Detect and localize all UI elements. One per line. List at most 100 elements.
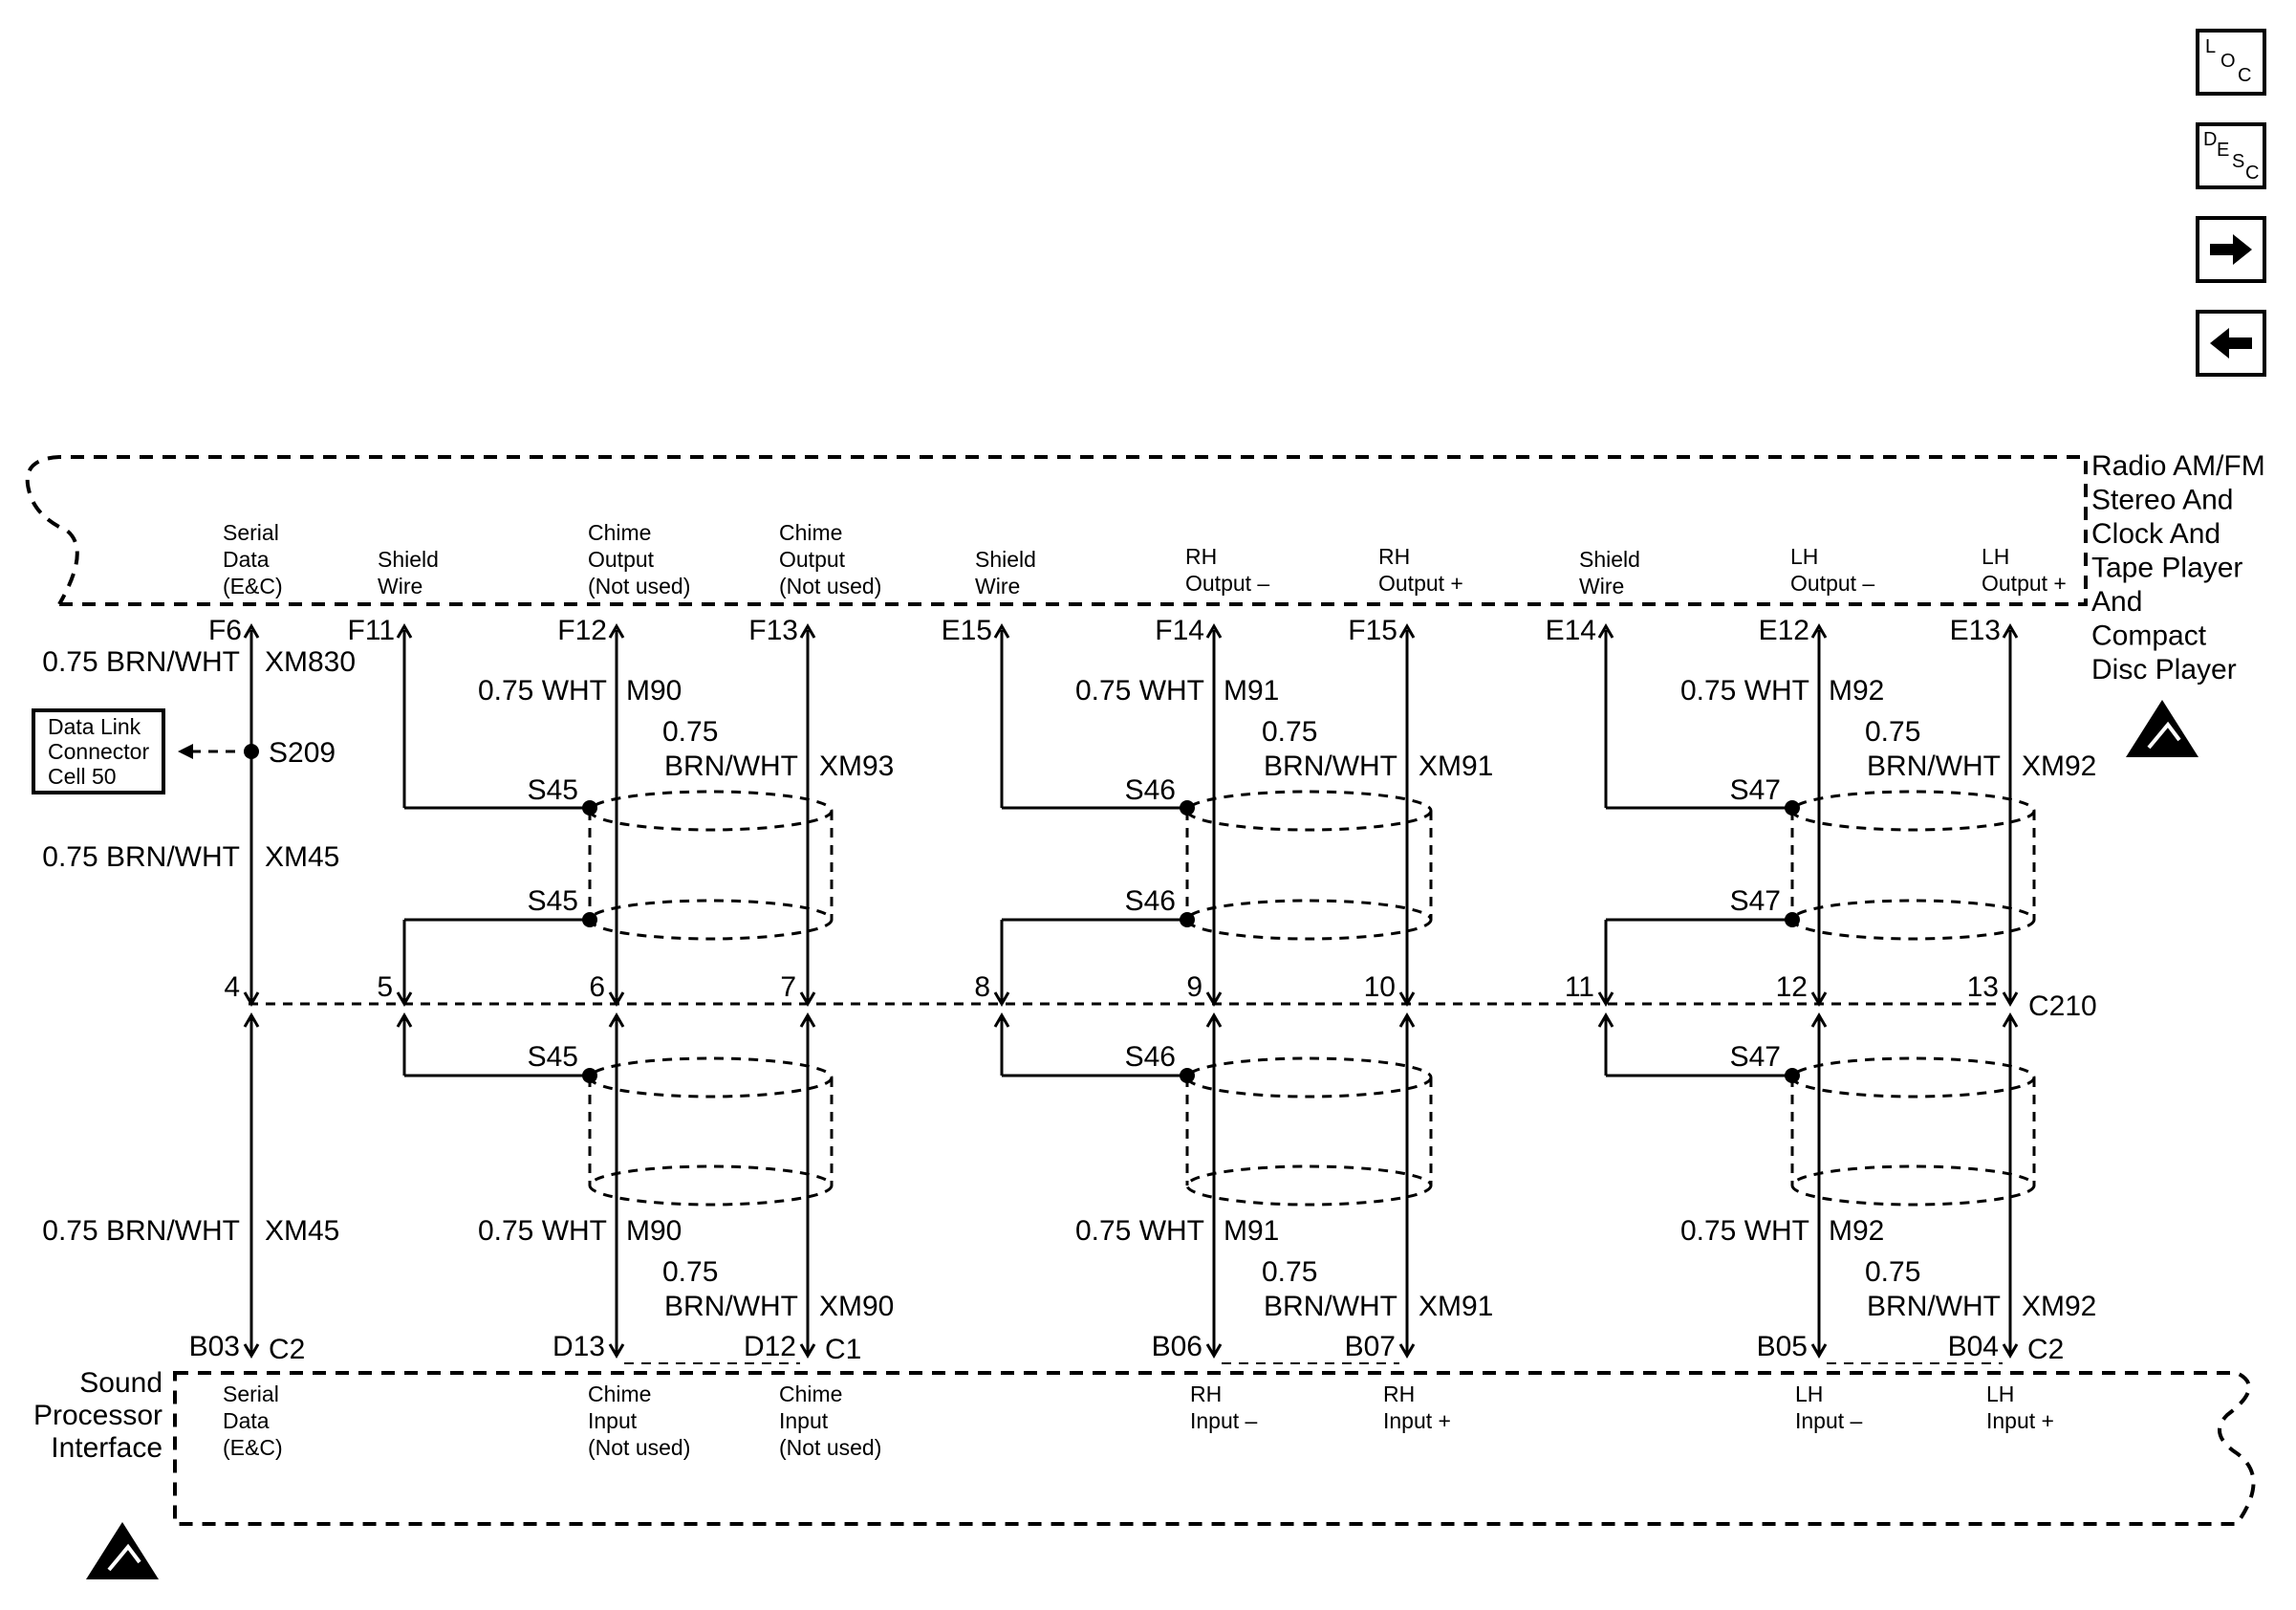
- radio-pin-terminal: [243, 623, 260, 639]
- esd-warning-icon: [2126, 700, 2199, 757]
- data-link-connector-label: Data Link: [48, 714, 141, 739]
- wire-gauge-color-label: 0.75 WHT: [478, 1215, 607, 1247]
- arrow-left-icon: [2210, 328, 2252, 359]
- shield-braid: [588, 899, 834, 941]
- splice-label: S209: [269, 737, 336, 769]
- data-link-connector-box: [32, 708, 165, 794]
- processor-pin-label: D12: [744, 1331, 796, 1362]
- radio-pin-label: F6: [208, 615, 242, 646]
- wire-gauge-label: 0.75: [1865, 1256, 1920, 1288]
- wire-gauge-color-label: 0.75 WHT: [1680, 1215, 1809, 1247]
- c210-terminal: [1398, 1012, 1416, 1028]
- c210-cavity-number: 6: [589, 971, 605, 1003]
- c210-terminal: [993, 1012, 1010, 1028]
- splice-dot: [1180, 912, 1195, 927]
- location-button[interactable]: L O C: [2196, 29, 2266, 96]
- radio-module-outline: [25, 455, 2088, 606]
- c210-terminal: [2002, 1012, 2019, 1028]
- processor-connector-label: C2: [2027, 1334, 2064, 1365]
- c210-cavity-number: 4: [224, 971, 240, 1003]
- radio-pin-function-label: (Not used): [779, 574, 881, 598]
- wire-circuit-label: XM93: [819, 751, 894, 782]
- next-page-button[interactable]: [2196, 216, 2266, 283]
- shield-braid: [1790, 1164, 2036, 1207]
- radio-pin-terminal: [1597, 623, 1614, 639]
- sound-processor-name-line: Sound: [79, 1367, 162, 1399]
- splice-label: S46: [1125, 1041, 1176, 1073]
- wire-color-label: BRN/WHT: [1264, 751, 1397, 782]
- radio-pin-function-label: LH: [1790, 544, 1818, 569]
- processor-pin-terminal: [1205, 1343, 1223, 1359]
- c210-cavity-number: 12: [1776, 971, 1808, 1003]
- sound-processor-name-line: Interface: [51, 1432, 162, 1464]
- radio-module-name-line: Radio AM/FM: [2091, 450, 2265, 482]
- processor-pin-terminal: [799, 1343, 816, 1359]
- processor-pin-terminal: [243, 1343, 260, 1359]
- sound-processor-name-line: Processor: [33, 1400, 162, 1431]
- wire-circuit-label: XM45: [265, 1215, 339, 1247]
- splice-label: S45: [528, 774, 578, 806]
- radio-module-name-line: Disc Player: [2091, 654, 2237, 685]
- radio-module-name-line: Tape Player: [2091, 553, 2242, 584]
- previous-page-button[interactable]: [2196, 310, 2266, 377]
- radio-pin-function-label: RH: [1185, 544, 1217, 569]
- data-link-connector-label: Cell 50: [48, 764, 117, 789]
- radio-pin-label: F11: [348, 615, 395, 646]
- desc-letter-c: C: [2245, 163, 2260, 184]
- wire-color-label: BRN/WHT: [1867, 751, 2001, 782]
- splice-label: S46: [1125, 885, 1176, 917]
- processor-pin-function-label: Data: [223, 1408, 270, 1433]
- splice-dot: [1180, 1068, 1195, 1083]
- radio-pin-label: E13: [1950, 615, 2001, 646]
- wire-gauge-label: 0.75: [1262, 1256, 1317, 1288]
- shield-braid: [588, 1164, 834, 1207]
- c210-cavity-number: 11: [1565, 971, 1594, 1003]
- processor-pin-label: B07: [1345, 1331, 1396, 1362]
- radio-pin-function-label: Wire: [975, 574, 1020, 598]
- loc-letter-c: C: [2238, 65, 2252, 86]
- radio-module-name-line: Stereo And: [2091, 485, 2233, 516]
- splice-label: S47: [1730, 774, 1781, 806]
- radio-module-name-line: Compact: [2091, 620, 2207, 652]
- shield-braid: [588, 1056, 834, 1099]
- wire-gauge-label: 0.75: [662, 1256, 718, 1288]
- splice-dot: [582, 1068, 597, 1083]
- shield-braid: [1185, 899, 1433, 941]
- wire-circuit-label: M90: [626, 1215, 682, 1247]
- shield-braid: [1790, 1056, 2036, 1099]
- wire-color-label: BRN/WHT: [1867, 1291, 2001, 1322]
- radio-pin-label: E15: [942, 615, 992, 646]
- radio-pin-function-label: Shield: [975, 547, 1036, 572]
- wire-circuit-label: M91: [1224, 675, 1279, 707]
- splice-dot: [1785, 912, 1800, 927]
- processor-pin-function-label: LH: [1986, 1382, 2014, 1406]
- radio-pin-function-label: Serial: [223, 520, 279, 545]
- description-button[interactable]: D E S C: [2196, 122, 2266, 189]
- wire-circuit-label: M92: [1829, 675, 1884, 707]
- processor-pin-function-label: Input –: [1190, 1408, 1258, 1433]
- desc-letter-d: D: [2203, 129, 2218, 150]
- c210-cavity-number: 5: [377, 971, 393, 1003]
- wire-circuit-label: XM91: [1419, 1291, 1493, 1322]
- processor-pin-function-label: (Not used): [588, 1435, 690, 1460]
- radio-pin-function-label: Shield: [378, 547, 439, 572]
- processor-pin-terminal: [1398, 1343, 1416, 1359]
- radio-module-name-line: And: [2091, 586, 2142, 618]
- processor-pin-function-label: Input –: [1795, 1408, 1863, 1433]
- shield-braid: [1185, 1056, 1433, 1099]
- c210-cavity-number: 10: [1364, 971, 1396, 1003]
- c210-terminal: [608, 1012, 625, 1028]
- radio-pin-function-label: (Not used): [588, 574, 690, 598]
- processor-pin-function-label: Input: [588, 1408, 638, 1433]
- connector-c210-label: C210: [2028, 990, 2097, 1022]
- radio-pin-function-label: Output –: [1790, 571, 1874, 596]
- radio-pin-label: F14: [1155, 615, 1204, 646]
- splice-dot: [582, 912, 597, 927]
- processor-pin-function-label: Input +: [1986, 1408, 2054, 1433]
- wire-circuit-label: M91: [1224, 1215, 1279, 1247]
- wire-gauge-color-label: 0.75 WHT: [1680, 675, 1809, 707]
- wire-circuit-label: XM92: [2022, 1291, 2096, 1322]
- desc-letter-e: E: [2217, 140, 2230, 161]
- shield-braid: [1790, 790, 2036, 832]
- wire-gauge-color-label: 0.75 WHT: [1075, 1215, 1204, 1247]
